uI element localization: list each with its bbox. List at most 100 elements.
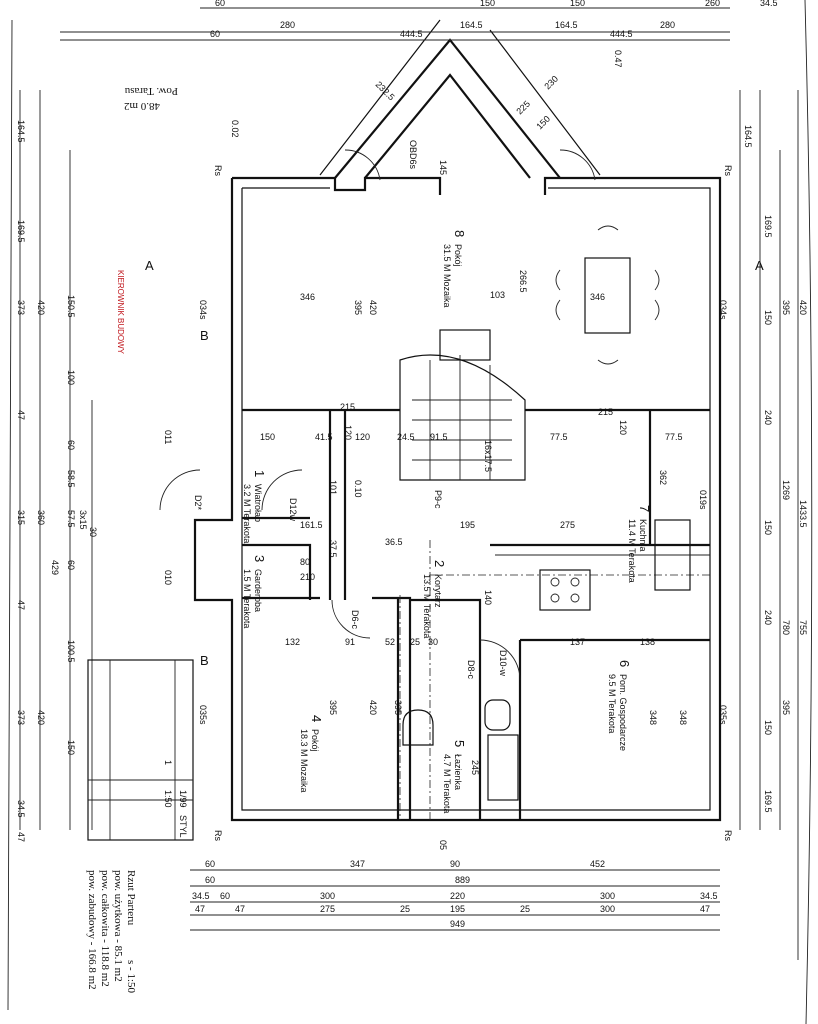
dimension-label: 150 xyxy=(480,0,495,8)
room-area: 4.7 M Terakota xyxy=(442,754,452,813)
summary-usable: pow. użytkowa - 85.1 m2 xyxy=(112,870,124,982)
dimension-label: 275 xyxy=(560,520,575,530)
dimension-label: 348 xyxy=(648,710,658,725)
plan-marker: Rs xyxy=(723,165,733,176)
dimension-label: 164.5 xyxy=(555,20,578,30)
dimension-label: 77.5 xyxy=(550,432,568,442)
plan-marker: 16x17.5 xyxy=(483,440,493,472)
dimension-label: 150 xyxy=(534,114,552,132)
terrace-area: 48.0 m2 xyxy=(124,100,160,112)
dimension-label: 137 xyxy=(570,637,585,647)
dimension-label: 150 xyxy=(763,720,773,735)
plan-marker: 80 xyxy=(300,557,310,567)
dimension-label: 34.5 xyxy=(192,891,210,901)
dimension-label: 420 xyxy=(798,300,808,315)
dimension-label: 420 xyxy=(368,300,378,315)
plan-marker: 034s xyxy=(718,300,728,320)
dimension-label: 150 xyxy=(66,740,76,755)
dimension-label: 60 xyxy=(205,875,215,885)
plan-marker: A xyxy=(145,258,154,273)
dimension-label: 373 xyxy=(16,300,26,315)
dimension-label: 34.5 xyxy=(700,891,718,901)
dimension-label: 169.5 xyxy=(763,215,773,238)
dimension-label: 215 xyxy=(340,402,355,412)
dimension-label: 60 xyxy=(66,440,76,450)
plan-marker: 210 xyxy=(300,572,315,582)
dimension-label: 120 xyxy=(355,432,370,442)
dimension-label: 300 xyxy=(320,891,335,901)
kitchen-counter xyxy=(495,519,710,611)
summary-built: pow. zabudowy - 166.8 m2 xyxy=(86,870,98,990)
plan-marker: Rs xyxy=(723,830,733,841)
plan-marker: 011 xyxy=(163,430,173,444)
dimension-label: 52 xyxy=(385,637,395,647)
room-area: 13.5 M Terakota xyxy=(422,574,432,638)
plan-marker: B xyxy=(200,328,209,343)
bathroom-fixtures xyxy=(402,699,519,801)
dimension-label: 444.5 xyxy=(400,29,423,39)
dimension-label: 220 xyxy=(450,891,465,901)
title-block-sheet: 1 xyxy=(163,760,173,765)
dimension-label: 47 xyxy=(235,904,245,914)
plan-marker: Rs xyxy=(213,830,223,841)
dimension-label: 169.5 xyxy=(16,220,26,243)
dimension-label: 25 xyxy=(410,637,420,647)
dimension-label: 47 xyxy=(16,600,26,610)
dimension-label: 150 xyxy=(570,0,585,8)
plan-marker: D10-w xyxy=(498,650,508,677)
room-name: Korytarz xyxy=(433,574,443,608)
dimension-label: 280 xyxy=(280,20,295,30)
plan-marker: 034s xyxy=(198,300,208,320)
dimension-label: 47 xyxy=(16,410,26,420)
dimension-label: 47 xyxy=(16,832,26,842)
title-block xyxy=(87,659,194,841)
plan-marker: 30 xyxy=(88,527,98,537)
dimension-label: 245 xyxy=(470,760,480,775)
room-number: 7 xyxy=(637,505,652,512)
dimension-label: 444.5 xyxy=(610,29,633,39)
dimension-label: 347 xyxy=(350,859,365,869)
dimension-label: 120 xyxy=(618,420,628,435)
room-number: 4 xyxy=(309,715,324,722)
scan-edge xyxy=(7,0,813,1024)
dimension-label: 60 xyxy=(66,560,76,570)
plan-marker: 0.10 xyxy=(353,480,363,498)
plan-marker: D8-c xyxy=(466,660,476,680)
dimension-label: 58.5 xyxy=(66,470,76,488)
dimension-label: 41.5 xyxy=(315,432,333,442)
dimension-label: 1433.5 xyxy=(798,500,808,528)
dimension-lines xyxy=(19,7,799,960)
dimension-label: 34.5 xyxy=(760,0,778,8)
dimension-label: 395 xyxy=(393,700,403,715)
plan-marker: 010 xyxy=(163,570,173,585)
dimension-label: 395 xyxy=(328,700,338,715)
dimension-label: 150 xyxy=(260,432,275,442)
dimension-label: 420 xyxy=(36,300,46,315)
room-number: 2 xyxy=(432,560,447,567)
plan-marker: B xyxy=(200,653,209,668)
interior-walls xyxy=(242,408,710,820)
dimension-label: 452 xyxy=(590,859,605,869)
room-area: 3.2 M Terakota xyxy=(242,484,252,543)
dimension-label: 100 xyxy=(66,370,76,385)
plan-marker: D6-c xyxy=(350,610,360,630)
staircase[interactable] xyxy=(399,329,526,481)
room-number: 5 xyxy=(452,740,467,747)
dimension-label: 161.5 xyxy=(300,520,323,530)
title-block-stage: STYL xyxy=(178,815,188,838)
dimension-label: 47 xyxy=(700,904,710,914)
dimension-label: 232.5 xyxy=(374,79,397,102)
red-stamp: KIEROWNIK BUDOWY xyxy=(116,270,125,355)
dimension-label: 57.5 xyxy=(66,510,76,528)
dimension-label: 132 xyxy=(285,637,300,647)
dimension-label: 37.5 xyxy=(328,540,338,558)
dimension-label: 77.5 xyxy=(665,432,683,442)
dimension-label: 60 xyxy=(215,0,225,8)
dimension-label: 195 xyxy=(450,904,465,914)
plan-marker: P9-c xyxy=(433,490,443,509)
dimension-label: 275 xyxy=(320,904,335,914)
dimension-label: 360 xyxy=(36,510,46,525)
dimension-label: 260 xyxy=(705,0,720,8)
dimension-label: 100.5 xyxy=(66,640,76,663)
